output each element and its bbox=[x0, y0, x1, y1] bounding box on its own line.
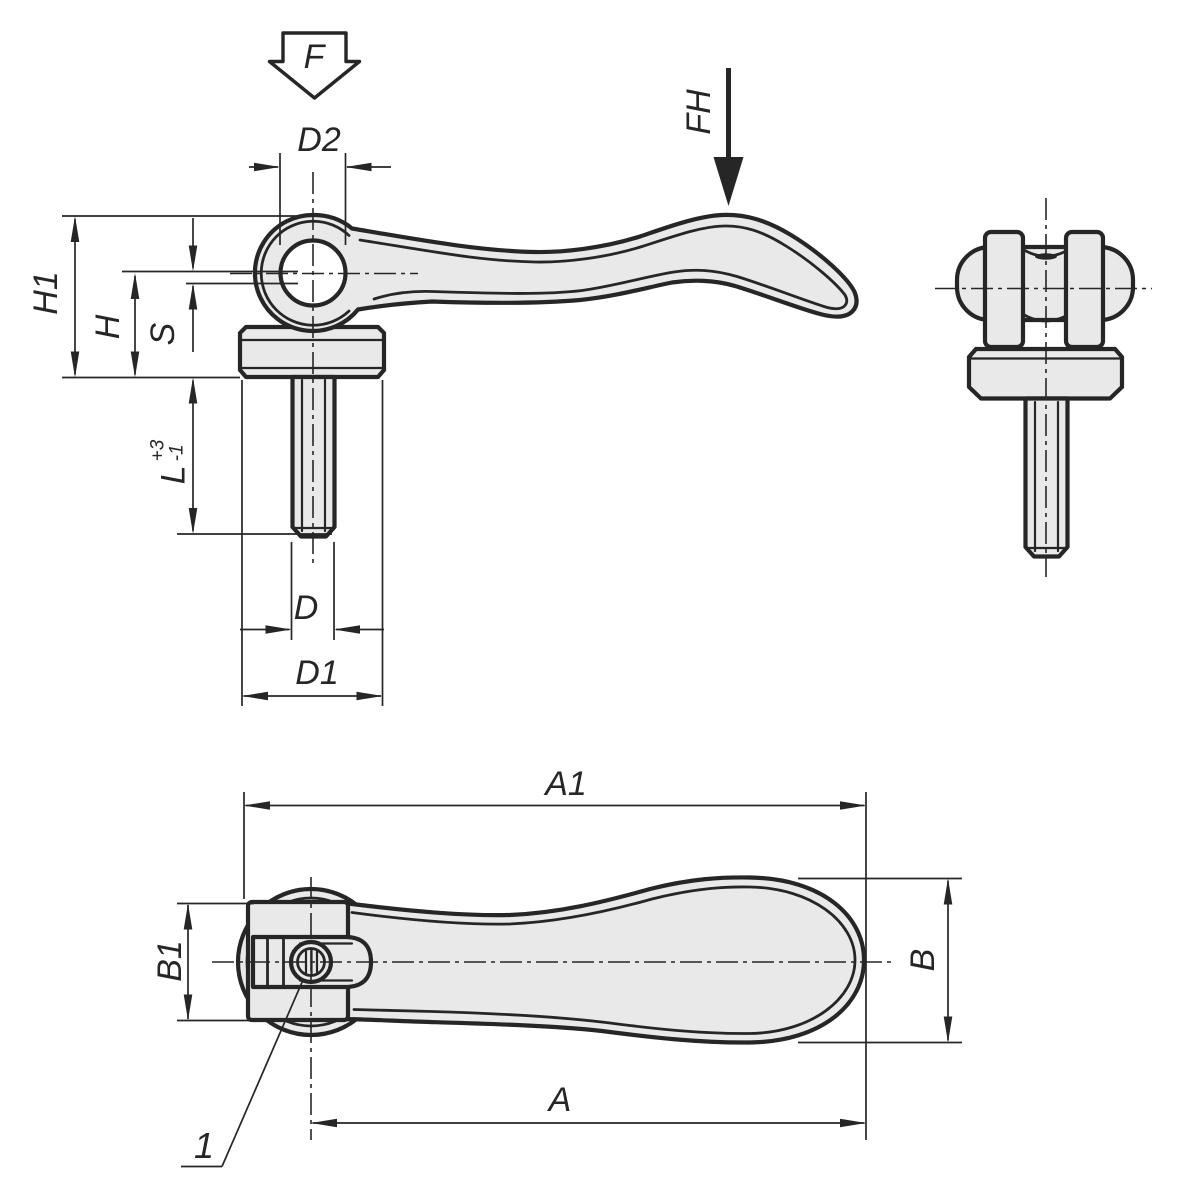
tolerance-upper: +3 bbox=[147, 439, 169, 462]
end-fork-plate-right bbox=[1063, 229, 1106, 350]
dimension-label-a1: A1 bbox=[545, 765, 587, 803]
force-f-block-arrow-icon bbox=[267, 31, 362, 100]
side-lever-inner-contour bbox=[358, 224, 849, 311]
dimension-label-h1: H1 bbox=[27, 271, 65, 315]
force-label-fh: FH bbox=[680, 89, 718, 135]
dimension-label-l-letter: L bbox=[155, 465, 193, 485]
dimension-label-l: L +3 -1 bbox=[147, 439, 200, 485]
dimension-label-a: A bbox=[548, 1081, 572, 1119]
callout-number-1: 1 bbox=[193, 1125, 215, 1166]
end-fork-plate-left bbox=[982, 229, 1026, 350]
dimension-label-d2: D2 bbox=[297, 121, 341, 159]
side-view bbox=[237, 212, 859, 539]
end-washer bbox=[966, 346, 1125, 401]
centerlines bbox=[212, 172, 1152, 1140]
dimension-label-b: B bbox=[904, 948, 942, 972]
dimension-label-b1: B1 bbox=[151, 940, 189, 982]
top-view bbox=[235, 875, 867, 1045]
dimension-label-d1: D1 bbox=[295, 654, 339, 692]
end-view bbox=[954, 229, 1136, 559]
side-washer bbox=[237, 324, 387, 380]
dimension-label-h: H bbox=[89, 314, 127, 340]
dimension-label-d: D bbox=[293, 589, 319, 627]
dimension-label-l-tolerance: +3 -1 bbox=[147, 439, 188, 462]
dimension-label-s: S bbox=[144, 322, 182, 346]
force-arrows bbox=[267, 31, 744, 206]
top-lever-body bbox=[341, 875, 867, 1045]
dimension-lines bbox=[62, 153, 962, 1168]
side-lever-body bbox=[252, 212, 859, 334]
tolerance-lower: -1 bbox=[167, 444, 188, 462]
force-label-f: F bbox=[303, 38, 325, 76]
top-lever-inner-contour bbox=[350, 885, 857, 1035]
force-fh-arrow-head-icon bbox=[713, 157, 744, 206]
callout-leader-line bbox=[181, 979, 304, 1168]
